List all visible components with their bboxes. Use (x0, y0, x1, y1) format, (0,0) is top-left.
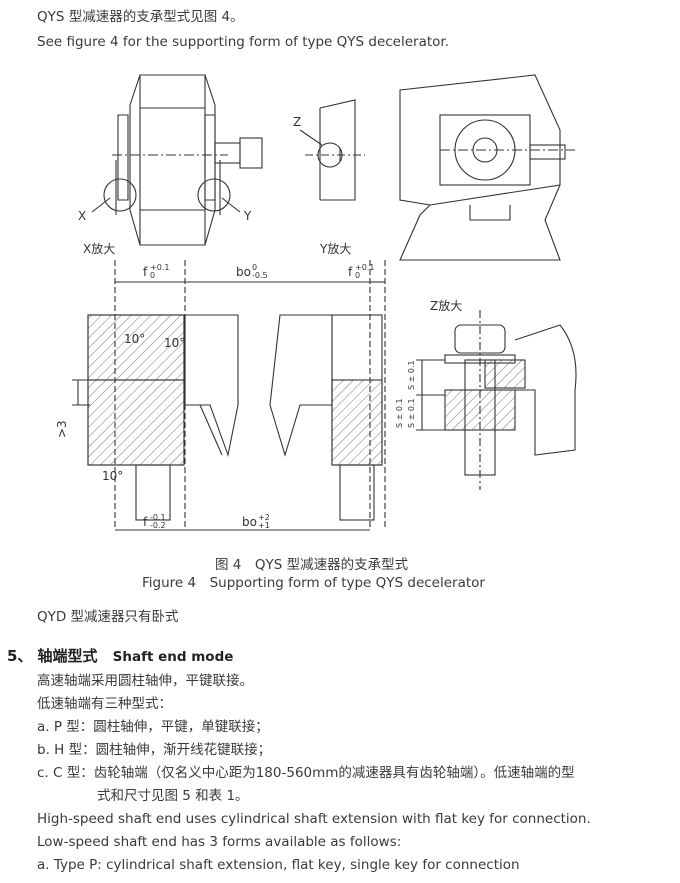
section-number: 5、 (7, 647, 33, 665)
section-line-cn-5: c. C 型：齿轮轴端（仅名义中心距为180-560mm的减速器具有齿轮轴端）。… (37, 765, 575, 781)
label-x: X (78, 209, 86, 223)
dim-f-top-right: f (348, 265, 353, 279)
dim-f-bottom-sub: -0.2 (150, 521, 166, 530)
section-line-en-1: High-speed shaft end uses cylindrical sh… (37, 811, 591, 827)
angle-label-2: 10° (164, 336, 185, 350)
dim-f-bottom-sup: -0.1 (150, 513, 166, 522)
dim-bo-bottom-sup: +2 (258, 513, 270, 522)
dim-f-top: f (143, 265, 148, 279)
label-y: Y (243, 209, 252, 223)
angle-label-3: 10° (102, 469, 123, 483)
dim-bo-bottom: bo (242, 515, 257, 529)
dim-bo-top-sup: 0 (252, 263, 257, 272)
section-line-cn-6: 式和尺寸见图 5 和表 1。 (97, 788, 249, 804)
dim-s2: S ± 0.1 (407, 398, 416, 428)
label-z-enlarged: Z放大 (430, 298, 462, 313)
section-line-cn-2: 低速轴端有三种型式： (37, 696, 172, 712)
dim-s3: S ± 0.1 (395, 398, 404, 428)
dim-bo-top: bo (236, 265, 251, 279)
dim-bo-bottom-sub: +1 (258, 521, 270, 530)
support-section-right (269, 260, 386, 530)
section-title-cn: 轴端型式 (37, 647, 98, 665)
dim-bo-top-sub: -0.5 (252, 271, 268, 280)
dim-f-top-right-sup: +0.1 (355, 263, 374, 272)
intro-en: See figure 4 for the supporting form of … (37, 34, 450, 50)
section-line-cn-3: a. P 型：圆柱轴伸，平键，单键联接； (37, 719, 269, 735)
side-view (399, 74, 575, 261)
section-line-cn-4: b. H 型：圆柱轴伸，渐开线花键联接； (37, 742, 272, 758)
section-heading: 5、 轴端型式 Shaft end mode (7, 645, 233, 666)
qyd-note: QYD 型减速器只有卧式 (37, 609, 179, 625)
label-z: Z (293, 115, 301, 129)
label-y-enlarged: Y放大 (319, 241, 351, 256)
dim-f-top-sup: +0.1 (150, 263, 169, 272)
section-line-en-3: a. Type P: cylindrical shaft extension, … (37, 857, 520, 873)
y-enlarged-view (299, 99, 365, 201)
figure-4-drawing: X Y Z X放大 Y放大 Z放大 f +0.1 0 bo 0 -0.5 f +… (55, 74, 577, 531)
dim-f-top-sub: 0 (150, 271, 155, 280)
dimension-lines (72, 281, 385, 531)
dim-gt3: >3 (55, 420, 69, 438)
section-line-en-2: Low-speed shaft end has 3 forms availabl… (37, 834, 402, 850)
figure-caption-en: Figure 4 Supporting form of type QYS dec… (142, 575, 485, 591)
angle-label-1: 10° (124, 332, 145, 346)
dim-f-top-right-sub: 0 (355, 271, 360, 280)
figure-caption-cn: 图 4 QYS 型减速器的支承型式 (215, 557, 409, 573)
dim-f-bottom: f (143, 515, 148, 529)
front-view (91, 74, 263, 246)
support-section-left (87, 260, 239, 530)
z-enlarged-bolt (416, 310, 577, 490)
intro-cn: QYS 型减速器的支承型式见图 4。 (37, 9, 244, 25)
section-title-en: Shaft end mode (112, 649, 234, 665)
section-line-cn-1: 高速轴端采用圆柱轴伸，平键联接。 (37, 673, 253, 689)
label-x-enlarged: X放大 (83, 241, 115, 256)
dim-s1: S ± 0.1 (407, 360, 416, 390)
